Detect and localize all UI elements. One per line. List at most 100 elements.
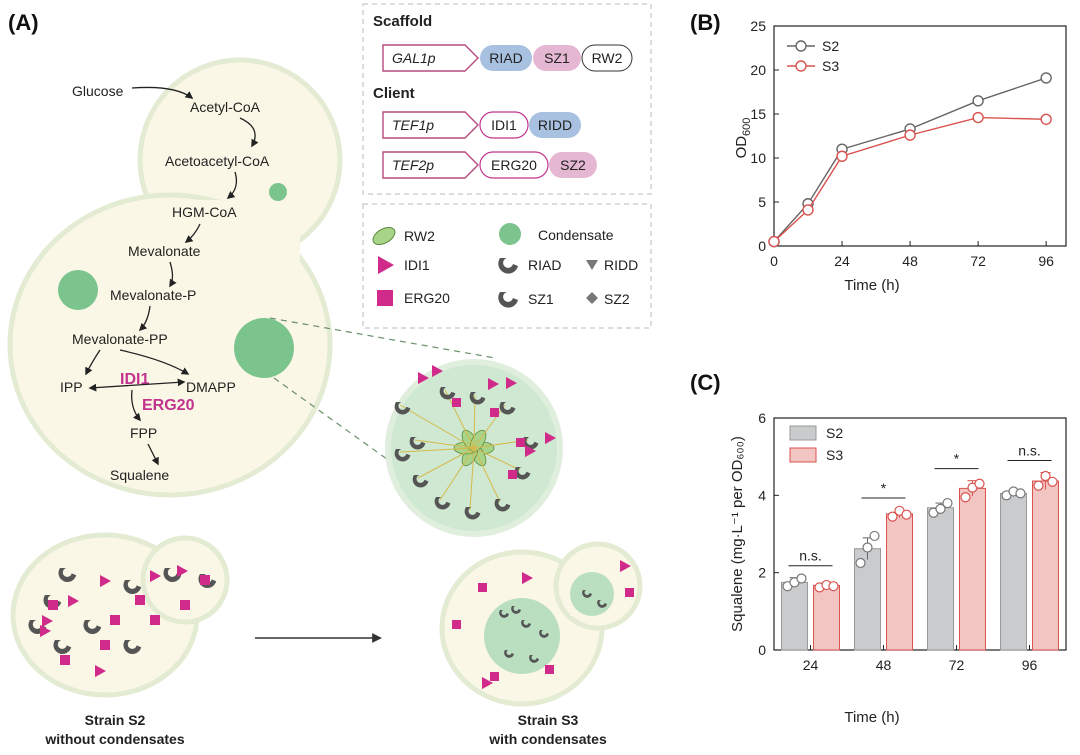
panel-b-ytick-label: 5	[758, 194, 766, 210]
legend-label-s3: S3	[826, 447, 843, 463]
legend-box	[362, 203, 652, 329]
domain-ridd-label: RIDD	[538, 117, 572, 133]
condensate-icon	[499, 223, 521, 245]
replicate-point	[901, 509, 912, 520]
riad-icon	[439, 387, 456, 400]
strain-s3-cell	[439, 541, 643, 707]
riad-icon	[464, 507, 481, 520]
panel-c-label: (C)	[690, 370, 721, 395]
pathway-glucose: Glucose	[72, 83, 124, 99]
idi1-triangle-icon	[68, 595, 79, 608]
client1-promoter: TEF1p	[392, 117, 434, 133]
legend-rw2: RW2	[404, 228, 435, 244]
erg20-square-icon	[508, 470, 517, 479]
legend-erg20: ERG20	[404, 290, 450, 306]
panel-b-xlabel: Time (h)	[844, 277, 899, 294]
riad-icon	[499, 610, 509, 618]
linker-line	[399, 447, 475, 453]
panel-c-plot-frame	[773, 417, 1067, 651]
linker-line	[444, 389, 475, 449]
idi1-triangle-icon	[100, 575, 111, 588]
significance-label: n.s.	[799, 548, 822, 564]
linker-line	[469, 447, 475, 511]
riad-icon	[53, 640, 72, 655]
client2-promoter: TEF2p	[392, 157, 434, 173]
legend-label-s2: S2	[822, 38, 839, 54]
legend-condensate: Condensate	[538, 227, 614, 243]
domain-ridd	[529, 112, 581, 138]
riad-icon	[163, 568, 182, 583]
riad-icon	[521, 620, 531, 628]
panel-b-ytick-label: 0	[758, 238, 766, 254]
replicate-point	[1047, 476, 1058, 487]
erg20-square-icon	[135, 595, 145, 605]
legend-sz2: SZ2	[604, 291, 630, 307]
condensate-right	[234, 318, 294, 378]
panel-c-xtick-label: 24	[803, 657, 819, 673]
panel-b-xtick-label: 72	[970, 253, 986, 269]
erg20-square-icon	[478, 583, 487, 592]
bar-s2	[1000, 492, 1027, 651]
panel-c-ylabel: Squalene (mg·L⁻¹ per OD₆₀₀)	[729, 436, 746, 632]
replicate-point	[796, 573, 807, 584]
riad-icon	[83, 620, 102, 635]
significance-label: *	[954, 451, 960, 467]
panel-b-ytick-label: 10	[750, 150, 766, 166]
panel-b-ytick-label: 25	[750, 18, 766, 34]
riad-icon	[499, 402, 516, 415]
bar-s2	[927, 507, 954, 651]
erg20-square-icon	[490, 408, 499, 417]
legend-sz1: SZ1	[528, 291, 554, 307]
zoomed-condensate	[385, 359, 563, 537]
strain-s3-title: Strain S3	[518, 712, 579, 728]
domain-sz1-label: SZ1	[544, 50, 570, 66]
client-construct-2: TEF2p ERG20 SZ2	[382, 151, 597, 179]
significance-label: *	[881, 480, 887, 496]
idi1-triangle-icon	[378, 256, 394, 274]
data-point-s3	[904, 129, 916, 141]
strain-s3-subtitle: with condensates	[488, 731, 607, 747]
riad-icon	[582, 590, 592, 598]
legend: RW2 Condensate IDI1 RIAD RIDD ERG20 SZ1 …	[372, 223, 638, 308]
replicate-point	[1040, 470, 1051, 482]
panel-b-ytick-label: 20	[750, 62, 766, 78]
panel-c-xtick-label: 72	[949, 657, 965, 673]
idi1-triangle-icon	[418, 372, 429, 385]
riad-icon	[469, 392, 486, 405]
riad-icon	[494, 499, 511, 512]
pathway-mevalonate-p: Mevalonate-P	[110, 287, 196, 303]
erg20-square-icon	[100, 640, 110, 650]
legend-ridd: RIDD	[604, 257, 638, 273]
ridd-icon	[586, 260, 598, 270]
erg20-square-icon	[490, 672, 499, 681]
linker-line	[473, 447, 501, 503]
condensate-small	[269, 183, 287, 201]
legend-marker-s3	[795, 60, 807, 72]
idi1-triangle-icon	[95, 665, 106, 678]
panel-b-xtick-label: 24	[834, 253, 850, 269]
idi1-triangle-icon	[522, 572, 533, 585]
panel-b-xtick-label: 48	[902, 253, 918, 269]
riad-icon	[498, 258, 518, 274]
idi1-triangle-icon	[488, 378, 499, 391]
yeast-cell	[7, 57, 343, 498]
replicate-point	[1033, 480, 1044, 491]
erg20-square-icon	[60, 655, 70, 665]
linker-line	[439, 447, 475, 501]
line-series-s2	[773, 77, 1047, 243]
pathway-arrows	[85, 86, 259, 466]
sz2-icon	[586, 292, 598, 304]
pathway-dmapp: DMAPP	[186, 379, 236, 395]
erg20-square-icon	[377, 290, 393, 306]
erg20-square-icon	[180, 600, 190, 610]
strain-s2-title: Strain S2	[85, 712, 146, 728]
erg20-square-icon	[545, 665, 554, 674]
panel-b-xtick-label: 96	[1038, 253, 1054, 269]
domain-riad	[480, 45, 532, 71]
zoom-line-top	[269, 317, 496, 359]
pathway-mevalonate-pp: Mevalonate-PP	[72, 331, 168, 347]
domain-idi1-label: IDI1	[491, 117, 517, 133]
client-construct-1: TEF1p IDI1 RIDD	[382, 111, 581, 139]
domain-sz2-label: SZ2	[560, 157, 586, 173]
